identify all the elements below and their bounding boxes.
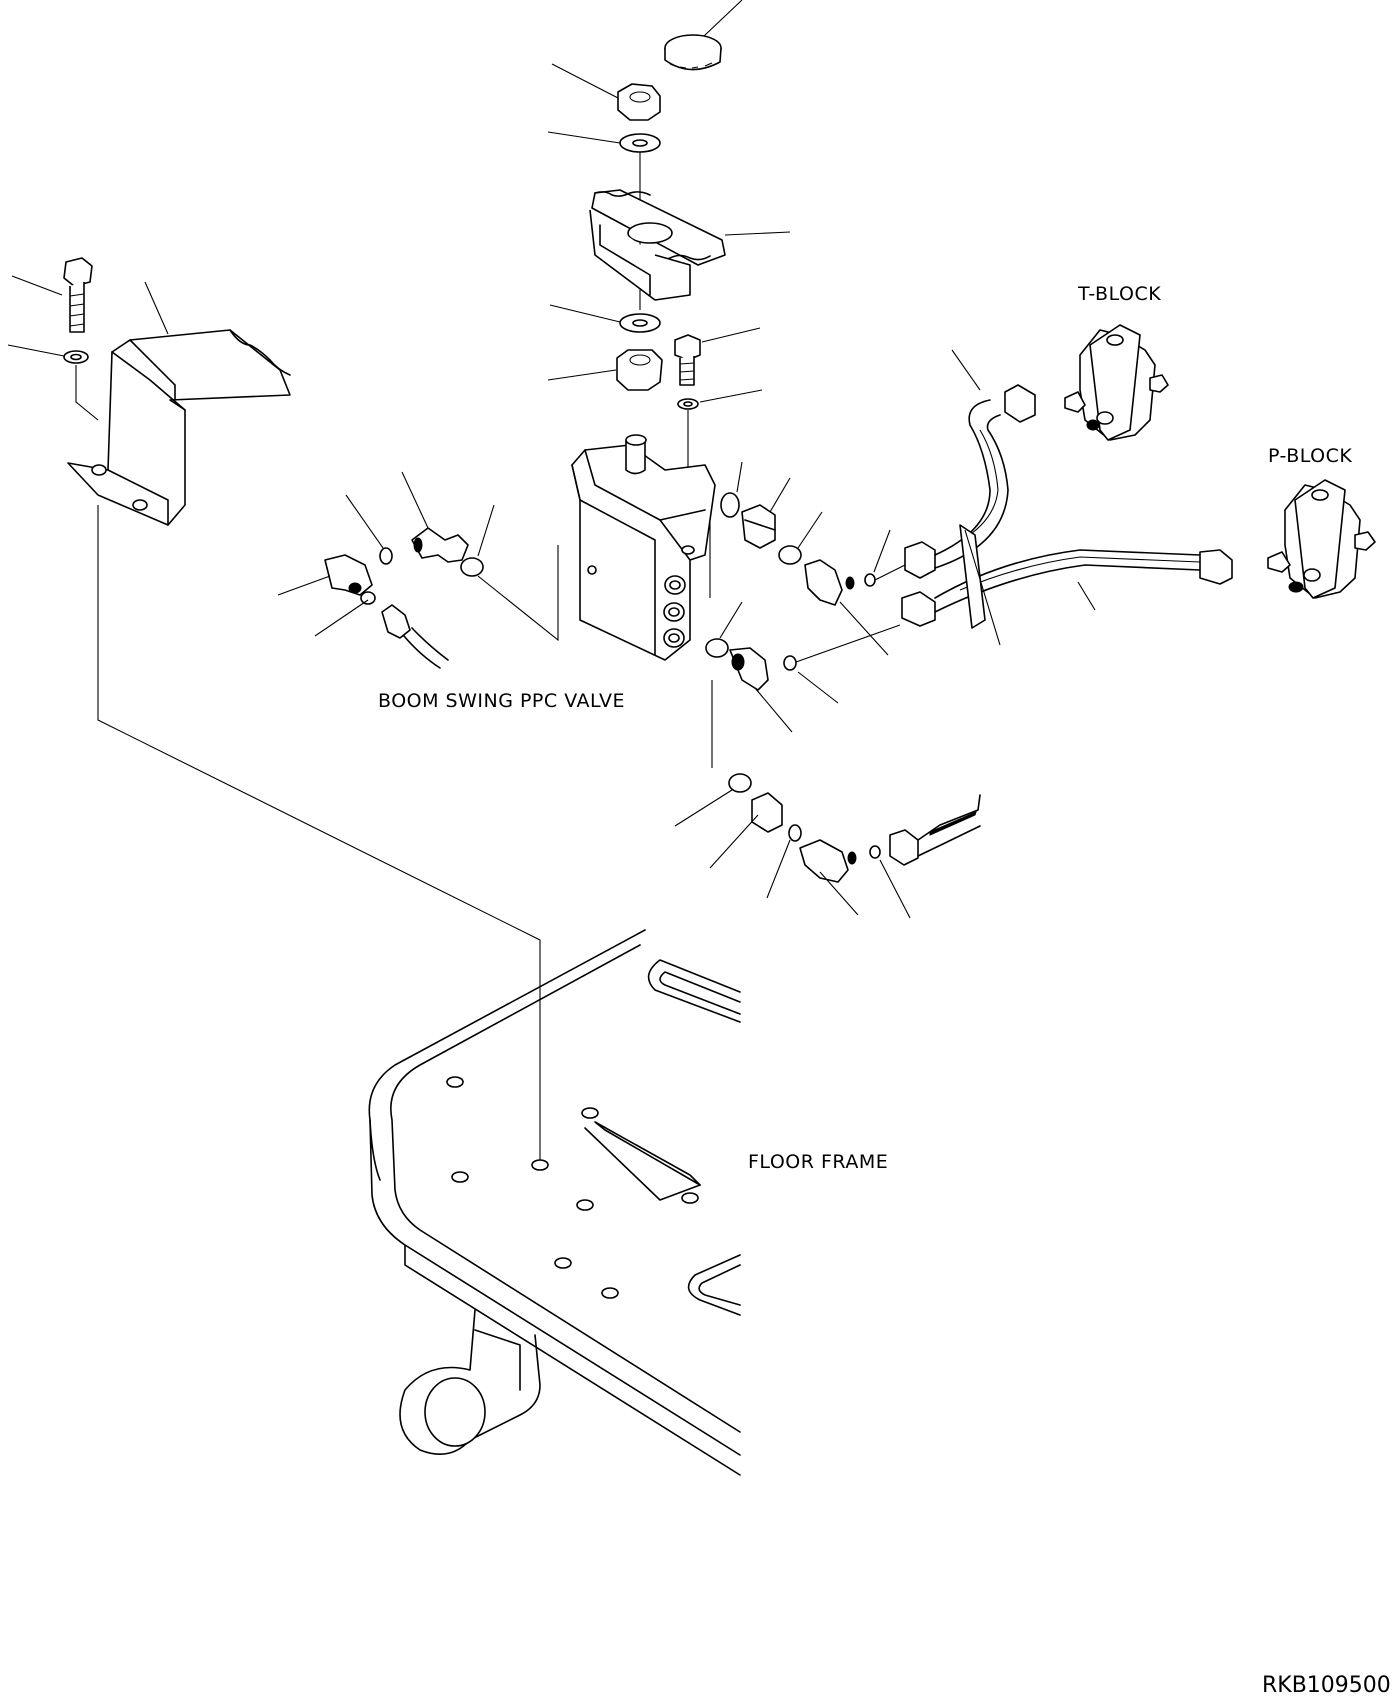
valve-bolt [674,327,763,520]
top-mount-stack [547,0,791,391]
p-block [1267,479,1376,599]
floor-frame-label: FLOOR FRAME [748,1151,888,1173]
t-block-label: T-BLOCK [1077,283,1161,305]
boom-swing-ppc-valve [571,434,716,661]
drawing-code: RKB109500 [1262,1673,1391,1698]
left-fittings [277,471,495,669]
lower-right-fittings [674,773,981,919]
p-block-label: P-BLOCK [1268,445,1352,467]
boom-swing-ppc-valve-label: BOOM SWING PPC VALVE [378,690,625,712]
upper-right-fittings [720,461,936,656]
floor-frame [368,929,741,1476]
mounting-bracket [63,257,291,526]
hoses [901,349,1233,646]
middle-right-fittings [705,601,901,733]
t-block [1064,324,1169,441]
